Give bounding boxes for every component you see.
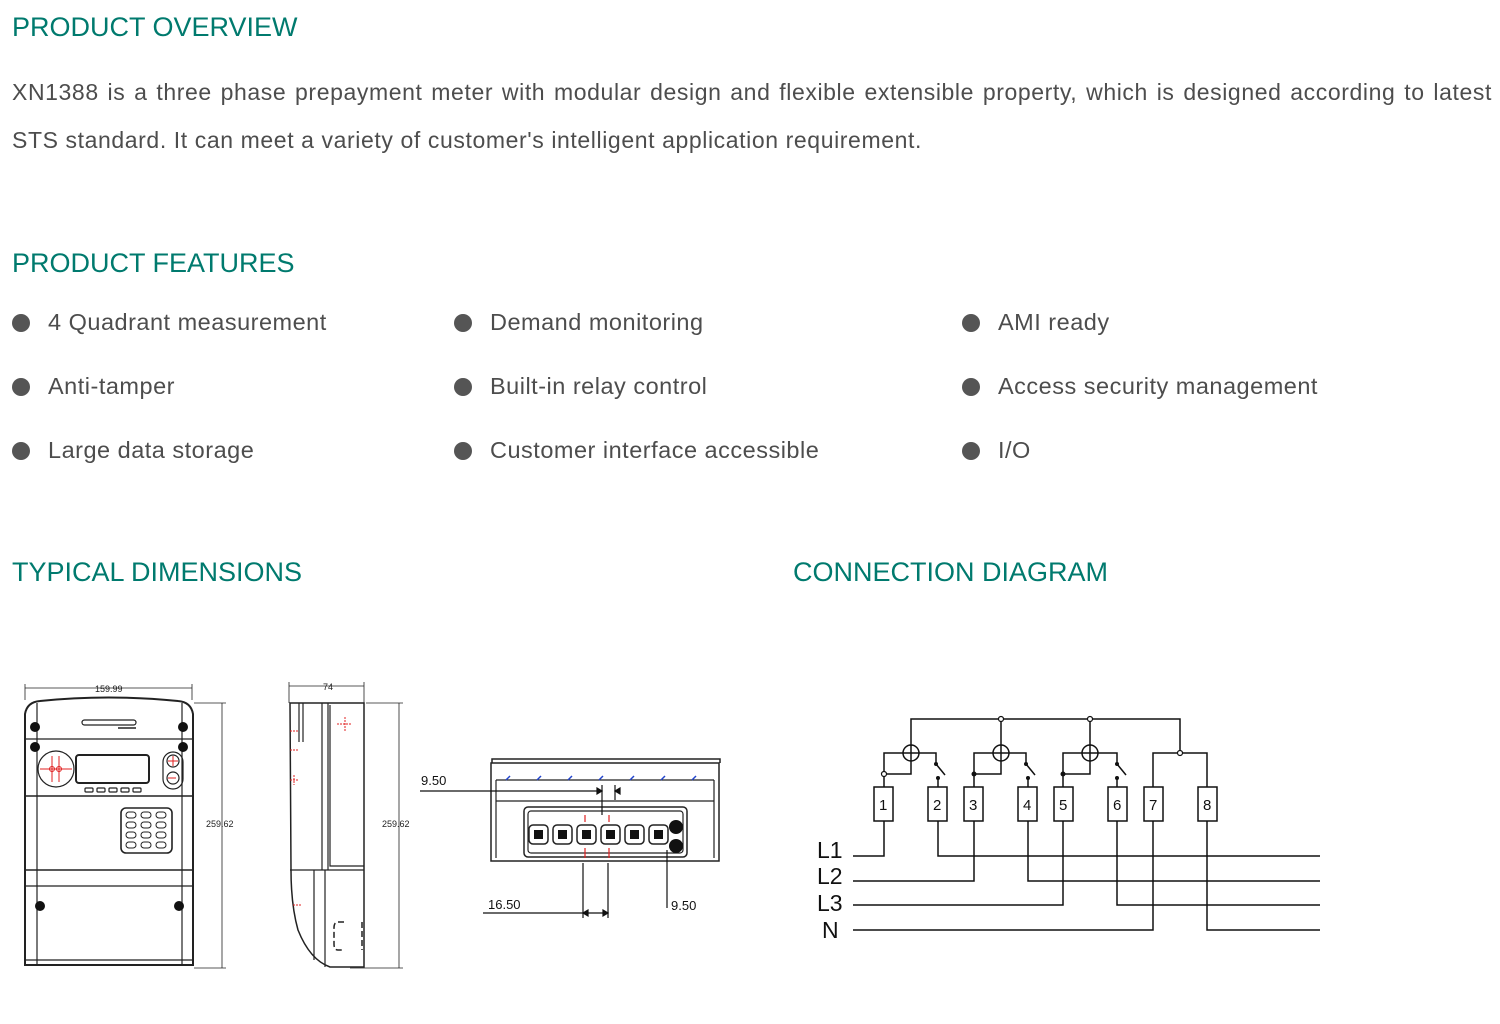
product-overview-text: XN1388 is a three phase prepayment meter… bbox=[12, 79, 1492, 153]
terminal-5-label: 5 bbox=[1059, 797, 1067, 814]
product-features-heading: PRODUCT FEATURES bbox=[12, 248, 295, 278]
phase-l3-label: L3 bbox=[817, 890, 843, 916]
terminal-7-label: 7 bbox=[1149, 797, 1157, 814]
product-overview-heading: PRODUCT OVERVIEW bbox=[12, 12, 298, 42]
feature-item: Built-in relay control bbox=[454, 373, 707, 400]
side-height-label: 259.62 bbox=[382, 819, 410, 829]
feature-label: 4 Quadrant measurement bbox=[48, 309, 327, 335]
bullet-icon bbox=[962, 377, 980, 396]
feature-label: Access security management bbox=[998, 373, 1318, 399]
feature-label: AMI ready bbox=[998, 309, 1110, 335]
bullet-icon bbox=[454, 313, 472, 332]
bullet-icon bbox=[12, 313, 30, 332]
bottom-right-gap-label: 9.50 bbox=[671, 898, 696, 913]
feature-item: Demand monitoring bbox=[454, 309, 704, 336]
feature-label: Large data storage bbox=[48, 437, 255, 463]
terminal-4-label: 4 bbox=[1023, 797, 1031, 814]
feature-label: Anti-tamper bbox=[48, 373, 175, 399]
terminal-3-label: 3 bbox=[969, 797, 977, 814]
typical-dimensions-heading: TYPICAL DIMENSIONS bbox=[12, 557, 303, 587]
front-height-label: 259.62 bbox=[206, 819, 234, 829]
feature-label: Customer interface accessible bbox=[490, 437, 820, 463]
feature-item: Customer interface accessible bbox=[454, 437, 819, 464]
front-width-label: 159.99 bbox=[95, 684, 123, 694]
feature-item: AMI ready bbox=[962, 309, 1110, 336]
feature-item: Anti-tamper bbox=[12, 373, 175, 400]
terminal-2-label: 2 bbox=[933, 797, 941, 814]
phase-l1-label: L1 bbox=[817, 837, 843, 863]
terminal-6-label: 6 bbox=[1113, 797, 1121, 814]
front-red-markers bbox=[40, 756, 178, 782]
meter-front-view bbox=[24, 684, 226, 969]
bottom-top-gap-label: 9.50 bbox=[421, 773, 446, 788]
terminal-8-label: 8 bbox=[1203, 797, 1211, 814]
bullet-icon bbox=[962, 313, 980, 332]
bullet-icon bbox=[12, 441, 30, 460]
bullet-icon bbox=[962, 441, 980, 460]
feature-label: Demand monitoring bbox=[490, 309, 704, 335]
bullet-icon bbox=[12, 377, 30, 396]
side-depth-label: 74 bbox=[323, 682, 333, 692]
feature-item: 4 Quadrant measurement bbox=[12, 309, 327, 336]
phase-l2-label: L2 bbox=[817, 863, 843, 889]
feature-item: Access security management bbox=[962, 373, 1318, 400]
terminal-1-label: 1 bbox=[879, 797, 887, 814]
neutral-label: N bbox=[822, 917, 839, 943]
feature-label: Built-in relay control bbox=[490, 373, 708, 399]
bullet-icon bbox=[454, 441, 472, 460]
feature-item: I/O bbox=[962, 437, 1031, 464]
bullet-icon bbox=[454, 377, 472, 396]
meter-side-view bbox=[288, 682, 403, 969]
meter-bottom-view bbox=[490, 758, 721, 862]
feature-item: Large data storage bbox=[12, 437, 254, 464]
feature-label: I/O bbox=[998, 437, 1031, 463]
bottom-pitch-label: 16.50 bbox=[488, 897, 521, 912]
connection-diagram-heading: CONNECTION DIAGRAM bbox=[793, 557, 1109, 587]
